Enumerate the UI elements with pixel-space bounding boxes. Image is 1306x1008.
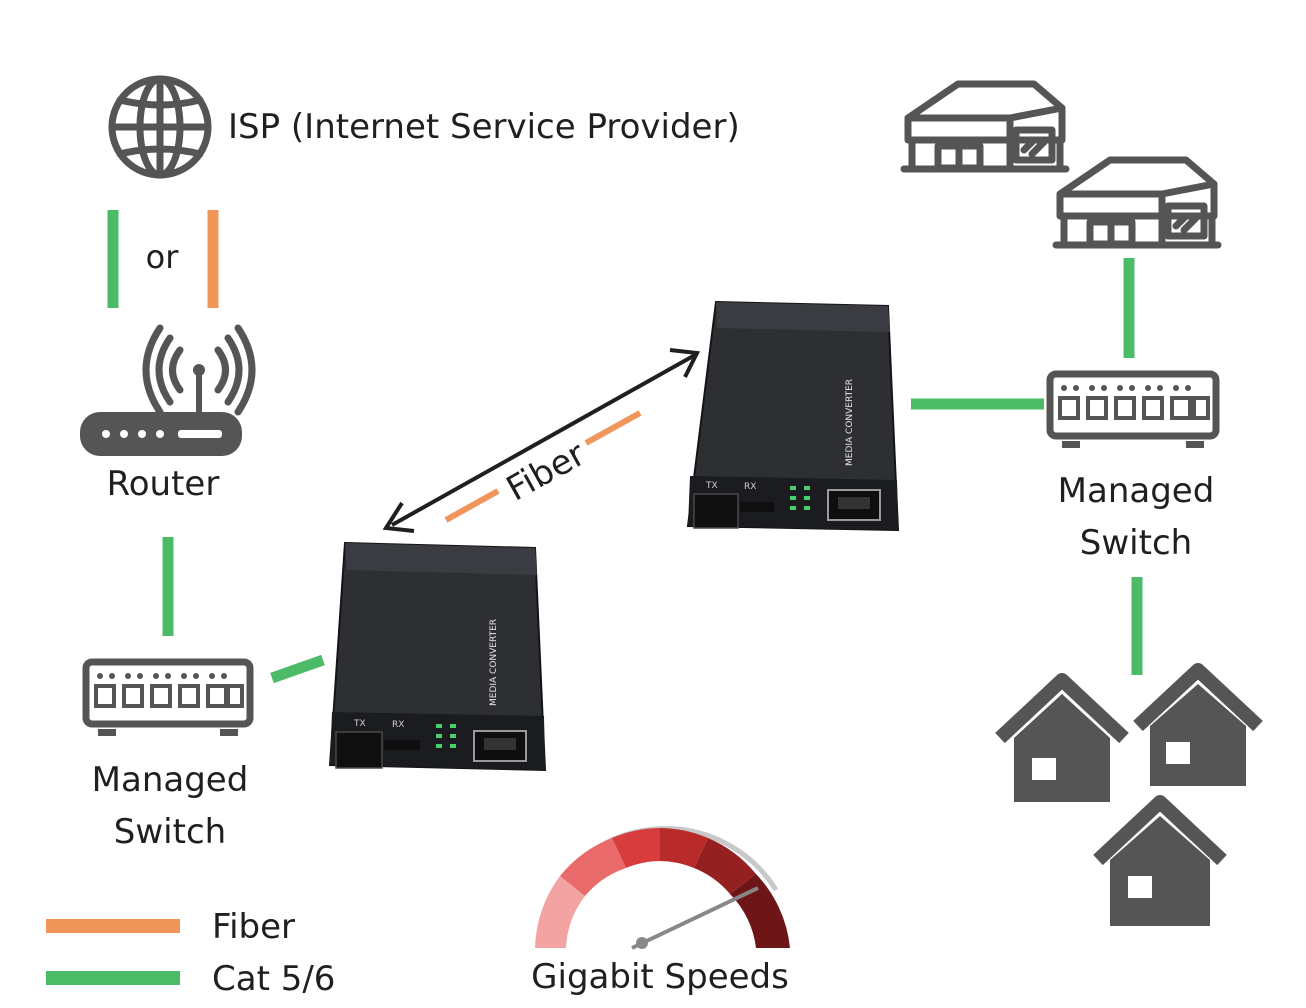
converter-port-tx: TX [353,719,366,729]
switch-converter-link-left [270,654,325,684]
converter-port-rx: RX [744,482,756,492]
speed-label: Gigabit Speeds [531,957,789,997]
legend-label-cat: Cat 5/6 [212,959,335,999]
router-label: Router [107,464,220,504]
speedometer-icon [535,826,790,950]
globe-icon [108,75,212,179]
house-icon [995,673,1129,802]
fiber-link-arrow [382,348,701,533]
legend-label-fiber: Fiber [212,907,295,947]
media-converter-left: MEDIA CONVERTER TX RX [328,541,547,772]
right-switch-label-line2: Switch [1080,523,1192,563]
right-switch-label-line1: Managed [1058,471,1215,511]
fiber-link-label: Fiber [500,434,592,509]
warehouse-icon [900,80,1070,173]
converter-port-tx: TX [705,481,718,491]
converter-brand: MEDIA CONVERTER [845,379,855,466]
converter-port-rx: RX [392,720,404,730]
fiber-link-left-segment [444,488,500,523]
ethernet-switch-icon [1046,370,1220,448]
left-switch-label-line2: Switch [114,812,226,852]
warehouse-icon [1052,156,1222,249]
or-label: or [146,238,180,276]
house-icon [1133,663,1263,786]
fiber-link-right-segment [584,410,642,446]
isp-label: ISP (Internet Service Provider) [228,107,740,147]
converter-brand: MEDIA CONVERTER [489,619,499,706]
legend: Fiber Cat 5/6 [46,907,335,999]
ethernet-switch-icon [82,658,254,736]
left-switch-label-line1: Managed [92,760,249,800]
media-converter-right: MEDIA CONVERTER TX RX [686,300,900,532]
house-icon [1093,795,1227,926]
router-icon [80,324,256,456]
